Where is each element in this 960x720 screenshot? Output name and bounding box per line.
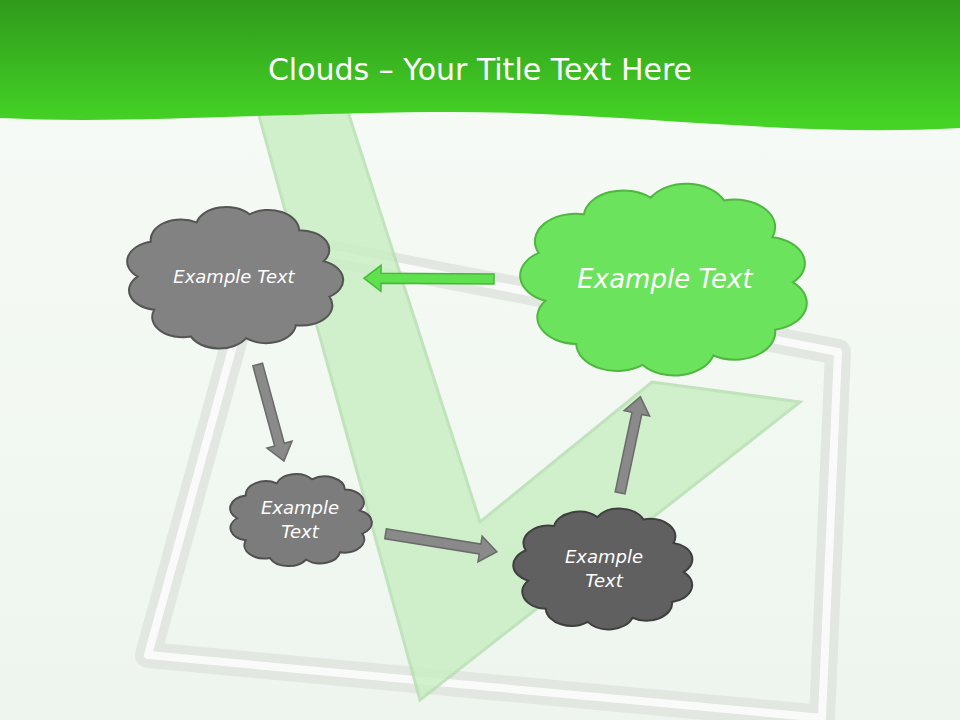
block-arrow: [364, 265, 494, 291]
cloud-outline: [513, 509, 692, 630]
cloud-shape: [500, 498, 708, 640]
cloud-shape: [218, 466, 382, 574]
cloud-text: Example Text: [173, 265, 294, 289]
block-arrow: [615, 397, 649, 494]
cloud-node: Example Text: [110, 195, 358, 360]
cloud-outline: [520, 184, 807, 376]
slide-title: Clouds – Your Title Text Here: [0, 52, 960, 87]
cloud-text: Example Text: [577, 262, 752, 297]
header-band: [0, 0, 960, 130]
cloud-node: Example Text: [218, 466, 382, 574]
cloud-outline: [127, 207, 343, 349]
cloud-outline: [230, 474, 372, 566]
cloud-text: Example Text: [251, 496, 349, 545]
cloud-node: Example Text: [500, 168, 830, 392]
cloud-node: Example Text: [500, 498, 708, 640]
block-arrow: [385, 529, 497, 562]
block-arrow: [253, 363, 292, 461]
cloud-text: Example Text: [554, 545, 654, 594]
